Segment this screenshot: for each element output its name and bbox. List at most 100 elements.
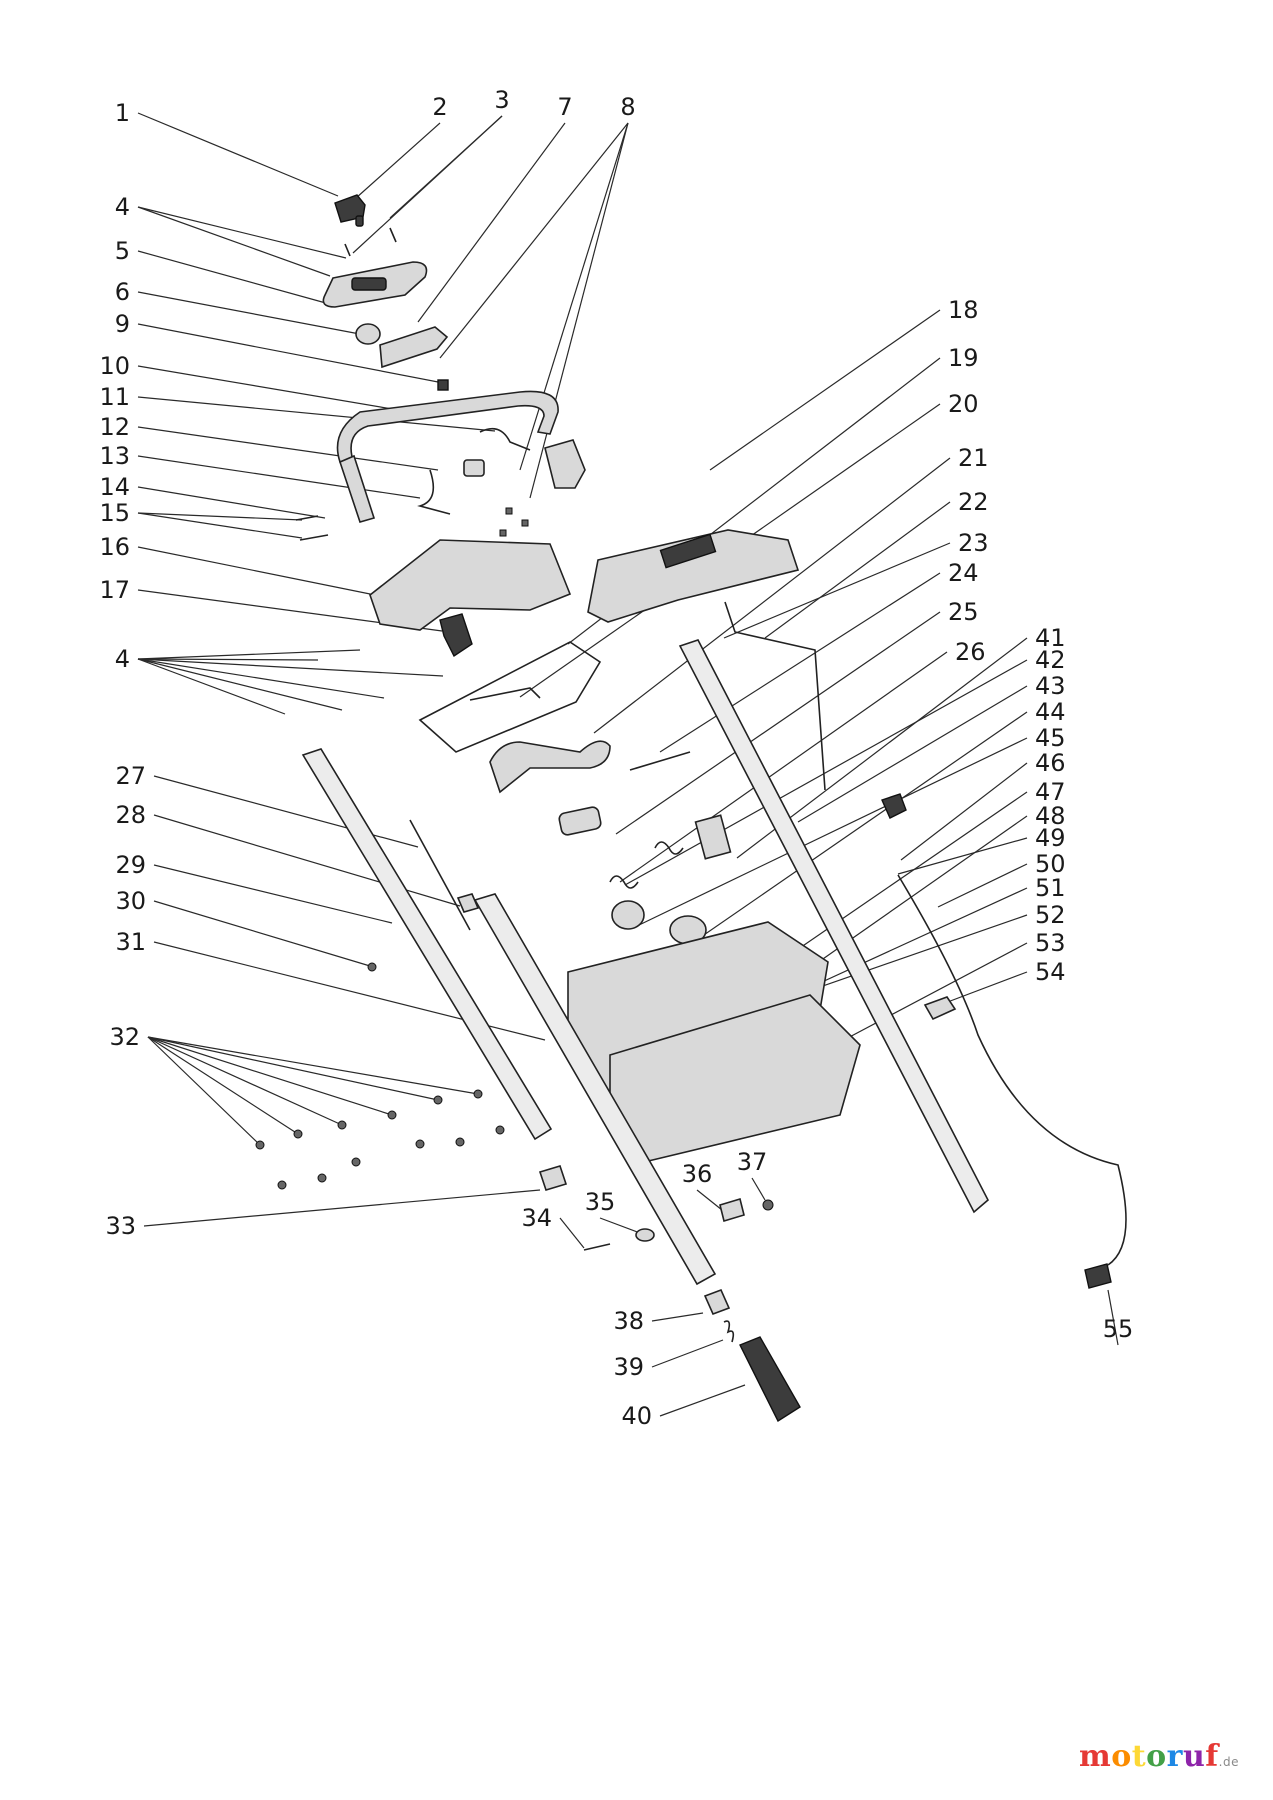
callout-label-2: 2 xyxy=(432,93,447,121)
part-11-wire xyxy=(479,427,531,451)
callout-label-38: 38 xyxy=(613,1307,644,1335)
callout-label-43: 43 xyxy=(1035,672,1066,700)
callout-label-6: 6 xyxy=(115,278,130,306)
part-35-washer xyxy=(635,1228,655,1242)
callout-label-13: 13 xyxy=(99,442,130,470)
part-32-screw xyxy=(337,1120,347,1130)
part-5-window xyxy=(351,277,387,291)
part-42-spring xyxy=(654,841,684,855)
leader-line-25 xyxy=(615,611,941,835)
leader-line-2 xyxy=(355,122,441,199)
leader-line-4 xyxy=(137,658,385,699)
watermark-letter: o xyxy=(1146,1739,1167,1774)
callout-label-14: 14 xyxy=(99,473,130,501)
part-55-connector xyxy=(1084,1263,1112,1289)
part-38-cap xyxy=(703,1288,731,1316)
part-44-knob xyxy=(611,900,645,930)
callout-label-26: 26 xyxy=(955,638,986,666)
callout-label-4: 4 xyxy=(115,645,130,673)
callout-label-11: 11 xyxy=(99,383,130,411)
part-32-screw xyxy=(351,1157,361,1167)
callout-label-8: 8 xyxy=(620,93,635,121)
part-16-housing xyxy=(369,539,572,631)
leader-line-13 xyxy=(137,455,421,499)
part-2-spring xyxy=(355,215,364,227)
callout-label-19: 19 xyxy=(948,344,979,372)
callout-label-36: 36 xyxy=(682,1160,713,1188)
leader-line-15 xyxy=(137,512,303,521)
leader-line-50 xyxy=(937,863,1028,908)
part-32-screw xyxy=(473,1089,483,1099)
leader-line-14 xyxy=(137,486,326,519)
part-7-bracket xyxy=(379,326,449,369)
part-18-control-panel xyxy=(587,529,800,623)
leader-line-51 xyxy=(797,887,1028,994)
leader-line-44 xyxy=(684,711,1028,949)
watermark-brand: motoruf xyxy=(1079,1739,1219,1774)
callout-label-35: 35 xyxy=(585,1188,616,1216)
part-28-clip xyxy=(456,893,480,913)
watermark-letter: t xyxy=(1131,1739,1147,1774)
leader-line-45 xyxy=(636,737,1028,927)
leader-line-11 xyxy=(137,396,496,432)
leader-line-35 xyxy=(599,1217,641,1234)
leader-line-48 xyxy=(799,815,1028,976)
callout-label-47: 47 xyxy=(1035,778,1066,806)
part-13-wire xyxy=(417,469,451,515)
callout-label-1: 1 xyxy=(115,99,130,127)
part-25-sleeve xyxy=(558,806,602,836)
leader-line-29 xyxy=(153,864,393,924)
part-32-screw xyxy=(433,1095,443,1105)
callout-label-12: 12 xyxy=(99,413,130,441)
part-40-grip xyxy=(739,1336,801,1423)
callout-label-51: 51 xyxy=(1035,874,1066,902)
leader-line-4 xyxy=(137,649,361,660)
callout-label-27: 27 xyxy=(115,762,146,790)
part-6-knob xyxy=(355,323,381,345)
part-10-handlebar-arm xyxy=(339,454,376,523)
part-8-screw xyxy=(499,529,507,537)
callout-label-29: 29 xyxy=(115,851,146,879)
part-22-cable xyxy=(724,601,826,791)
callout-label-41: 41 xyxy=(1035,624,1066,652)
callout-label-18: 18 xyxy=(948,296,979,324)
part-39-spring xyxy=(723,1320,735,1343)
part-8-screw xyxy=(521,519,529,527)
leader-line-53 xyxy=(824,942,1028,1051)
leader-line-33 xyxy=(143,1189,541,1227)
leader-line-18 xyxy=(709,309,941,471)
leader-line-34 xyxy=(559,1217,585,1249)
part-32-screw xyxy=(255,1140,265,1150)
callout-label-17: 17 xyxy=(99,576,130,604)
part-32-screw xyxy=(317,1173,327,1183)
part-32-screw xyxy=(415,1139,425,1149)
callout-label-50: 50 xyxy=(1035,850,1066,878)
leader-line-32 xyxy=(147,1036,439,1101)
leader-line-12 xyxy=(137,426,439,471)
part-31-tube xyxy=(473,893,717,1286)
part-15-screw xyxy=(299,534,329,541)
leader-line-1 xyxy=(137,112,339,197)
part-36-knob xyxy=(719,1197,745,1223)
callout-label-31: 31 xyxy=(115,928,146,956)
leader-line-30 xyxy=(153,900,371,967)
callout-label-25: 25 xyxy=(948,598,979,626)
part-32-screw xyxy=(277,1180,287,1190)
callout-label-33: 33 xyxy=(105,1212,136,1240)
leader-line-4 xyxy=(137,658,343,711)
leader-line-24 xyxy=(659,572,941,753)
part-10-handlebar xyxy=(336,390,559,465)
callout-label-16: 16 xyxy=(99,533,130,561)
callout-label-32: 32 xyxy=(109,1023,140,1051)
leader-line-9 xyxy=(137,323,439,383)
leader-line-37 xyxy=(751,1177,766,1201)
part-3-pin xyxy=(389,227,397,243)
callout-label-53: 53 xyxy=(1035,929,1066,957)
part-29-tube xyxy=(301,748,553,1141)
part-19-bail xyxy=(418,641,602,753)
callout-label-3: 3 xyxy=(494,86,509,114)
callout-label-34: 34 xyxy=(521,1204,552,1232)
watermark-letter: r xyxy=(1166,1739,1183,1774)
leader-line-8 xyxy=(439,122,629,359)
